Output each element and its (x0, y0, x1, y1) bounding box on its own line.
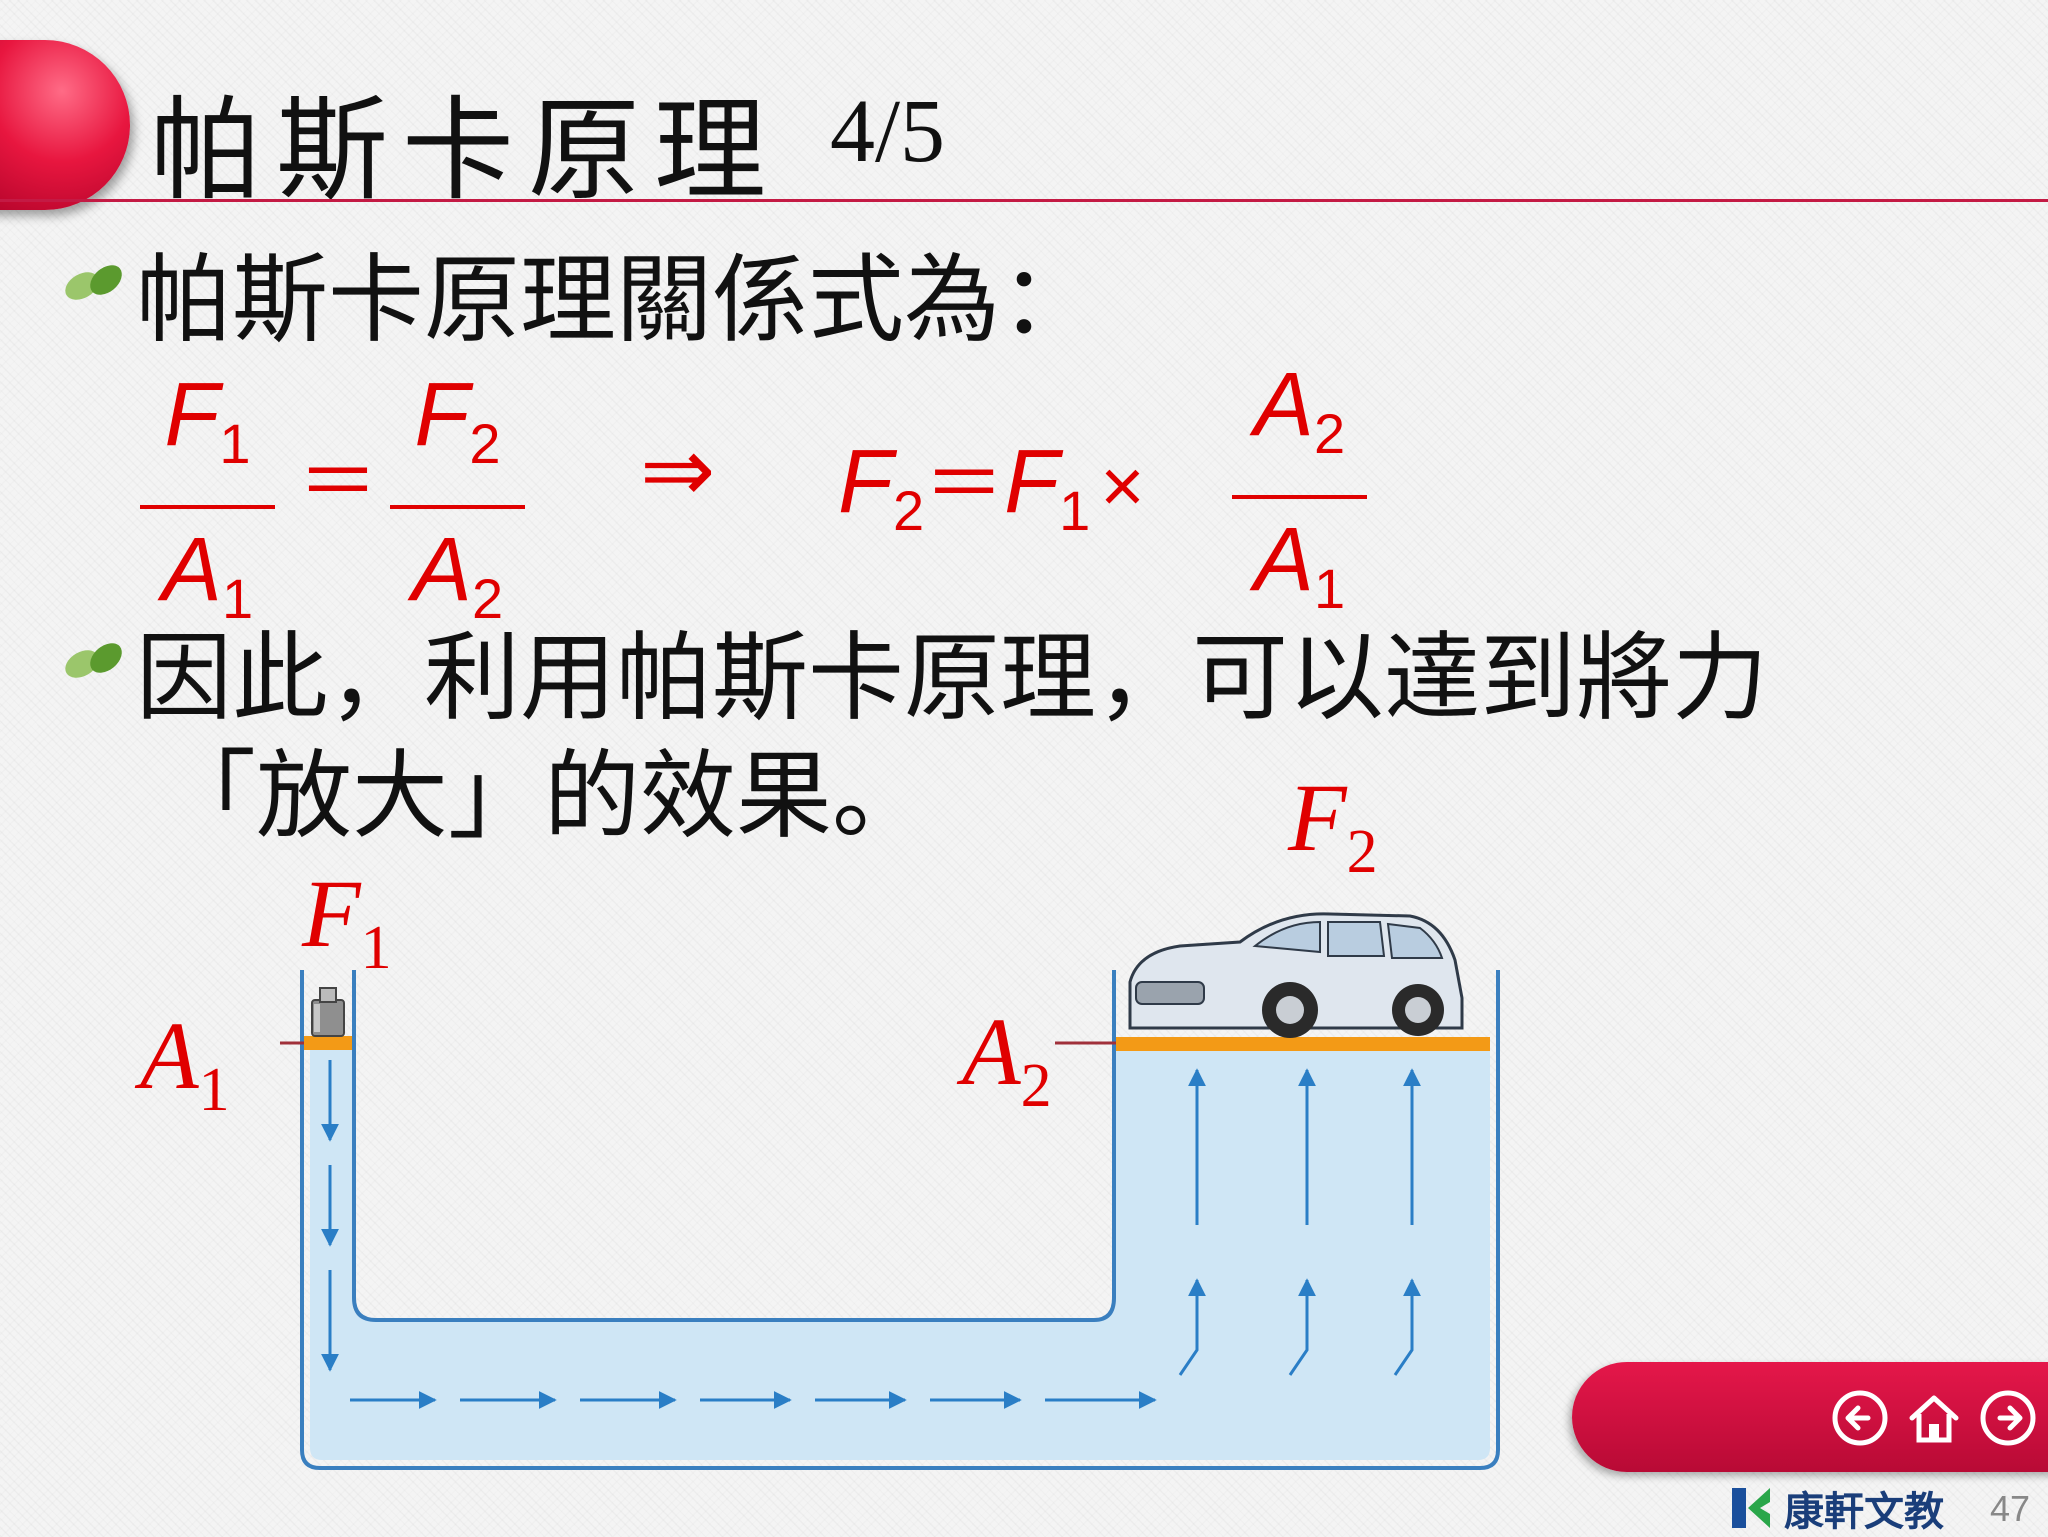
title-divider (0, 199, 2048, 202)
title-tab-decoration (0, 40, 130, 210)
hydraulic-press-diagram (280, 912, 1500, 1470)
implies-arrow: ⇒ (640, 421, 716, 521)
slide-number: 47 (1990, 1488, 2031, 1529)
inner-wall (352, 970, 1116, 1322)
label-a2: A2 (962, 998, 1052, 1120)
label-a1: A1 (140, 1002, 230, 1124)
bullet-text-1: 帕斯卡原理關係式為： (136, 244, 1096, 356)
brand-logo-icon (1732, 1488, 1770, 1528)
bullet-text-2-line-2: 「放大」的效果。 (160, 740, 928, 852)
leaf-bullet-icon (65, 265, 122, 300)
navigation-bar (1572, 1362, 2048, 1472)
leaf-bullet-icon (65, 643, 122, 678)
liquid (310, 1045, 1490, 1460)
brand: 康軒文教 (1730, 1484, 1944, 1535)
page-progress: 4/5 (830, 82, 946, 181)
fraction-f1-a1: F1 A1 (140, 360, 275, 654)
back-arrow-icon[interactable] (1832, 1390, 1888, 1446)
label-f2: F2 (1288, 764, 1378, 886)
equals-sign: ＝ (298, 438, 378, 527)
bullet-text-2-line-1: 因此，利用帕斯卡原理，可以達到將力 (136, 622, 1768, 734)
small-piston (304, 1036, 352, 1050)
container-outline (300, 970, 1500, 1470)
car-icon (1128, 912, 1464, 1038)
fraction-f2-a2: F2 A2 (390, 360, 525, 654)
brand-name: 康軒文教 (1784, 1489, 1944, 1535)
forward-arrow-icon[interactable] (1980, 1390, 2036, 1446)
formula-right-side: F2＝F1× (838, 432, 1145, 542)
page-title: 帕斯卡原理 (150, 86, 780, 216)
label-f1: F1 (302, 860, 392, 982)
fraction-a2-a1: A2 A1 (1232, 350, 1367, 644)
flow-arrows (321, 1060, 1421, 1409)
large-piston (1116, 1037, 1490, 1051)
home-icon[interactable] (1906, 1390, 1962, 1446)
weight-icon (311, 987, 345, 1037)
